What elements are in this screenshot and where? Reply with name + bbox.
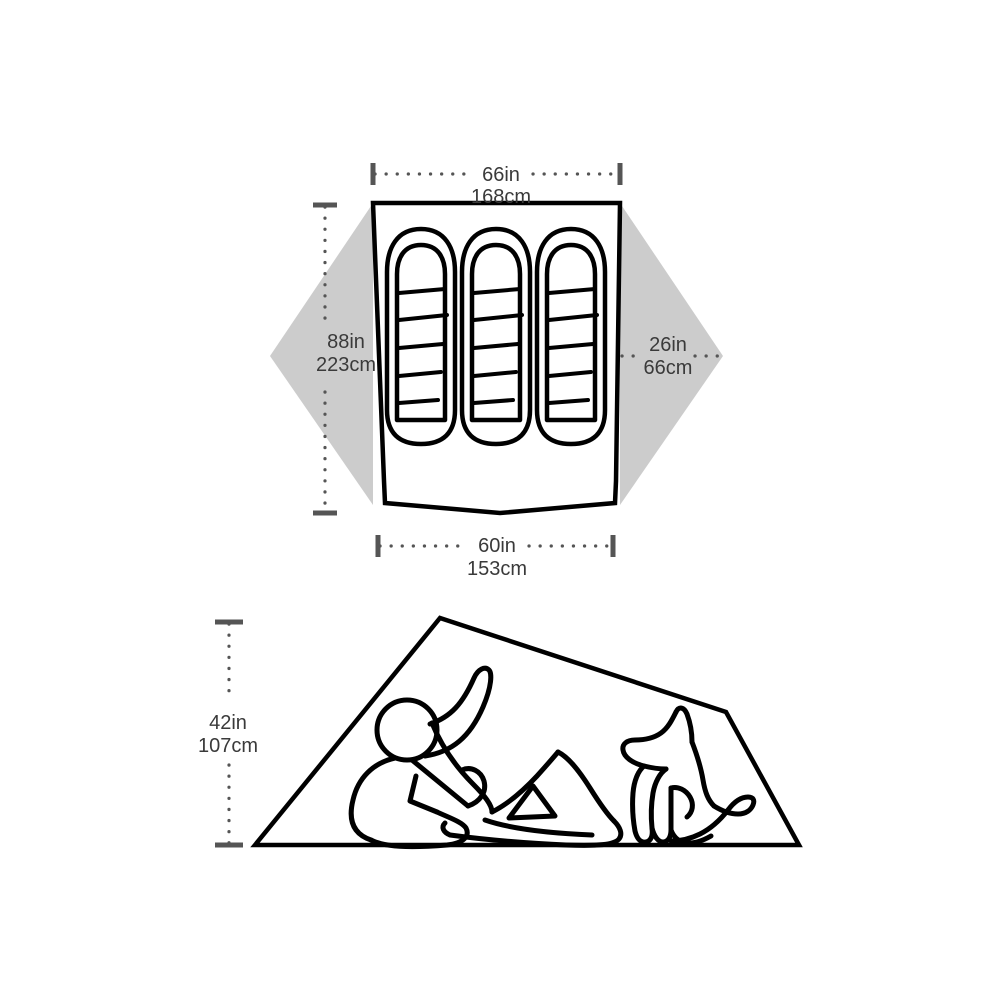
dog-sitting-icon	[620, 705, 757, 846]
dimension-bottom-width: 60in 153cm	[375, 535, 616, 580]
dimension-peak-height-metric: 107cm	[198, 735, 258, 757]
sleeping-bag-icon	[459, 226, 533, 447]
dimension-bottom-width-metric: 153cm	[467, 558, 527, 580]
floor-plan-group: 66in 168cm 88in 223cm 26in 66cm	[270, 163, 724, 580]
tent-side-outline	[250, 615, 803, 848]
person-reclining-icon	[348, 665, 624, 850]
tent-floor-outline	[370, 200, 623, 516]
dimension-peak-height-imperial: 42in	[209, 712, 247, 734]
dimension-bottom-width-imperial: 60in	[478, 535, 516, 557]
dimension-floor-length-metric: 223cm	[316, 354, 376, 376]
sleeping-bag-icon	[384, 226, 458, 447]
dimension-floor-length: 88in 223cm	[313, 202, 376, 516]
side-profile-group: 42in 107cm	[198, 615, 803, 850]
dimension-vestibule-depth-metric: 66cm	[644, 357, 693, 379]
left-vestibule-shape	[270, 203, 373, 505]
dimension-floor-length-imperial: 88in	[327, 331, 365, 353]
dimension-top-width: 66in 168cm	[370, 163, 623, 208]
dimension-vestibule-depth: 26in 66cm	[620, 334, 724, 379]
dimension-top-width-imperial: 66in	[482, 164, 520, 186]
right-vestibule-shape	[620, 203, 723, 505]
dimension-peak-height: 42in 107cm	[198, 619, 258, 848]
sleeping-bag-icon	[534, 226, 608, 447]
dimension-top-width-metric: 168cm	[471, 186, 531, 208]
dimension-vestibule-depth-imperial: 26in	[649, 334, 687, 356]
